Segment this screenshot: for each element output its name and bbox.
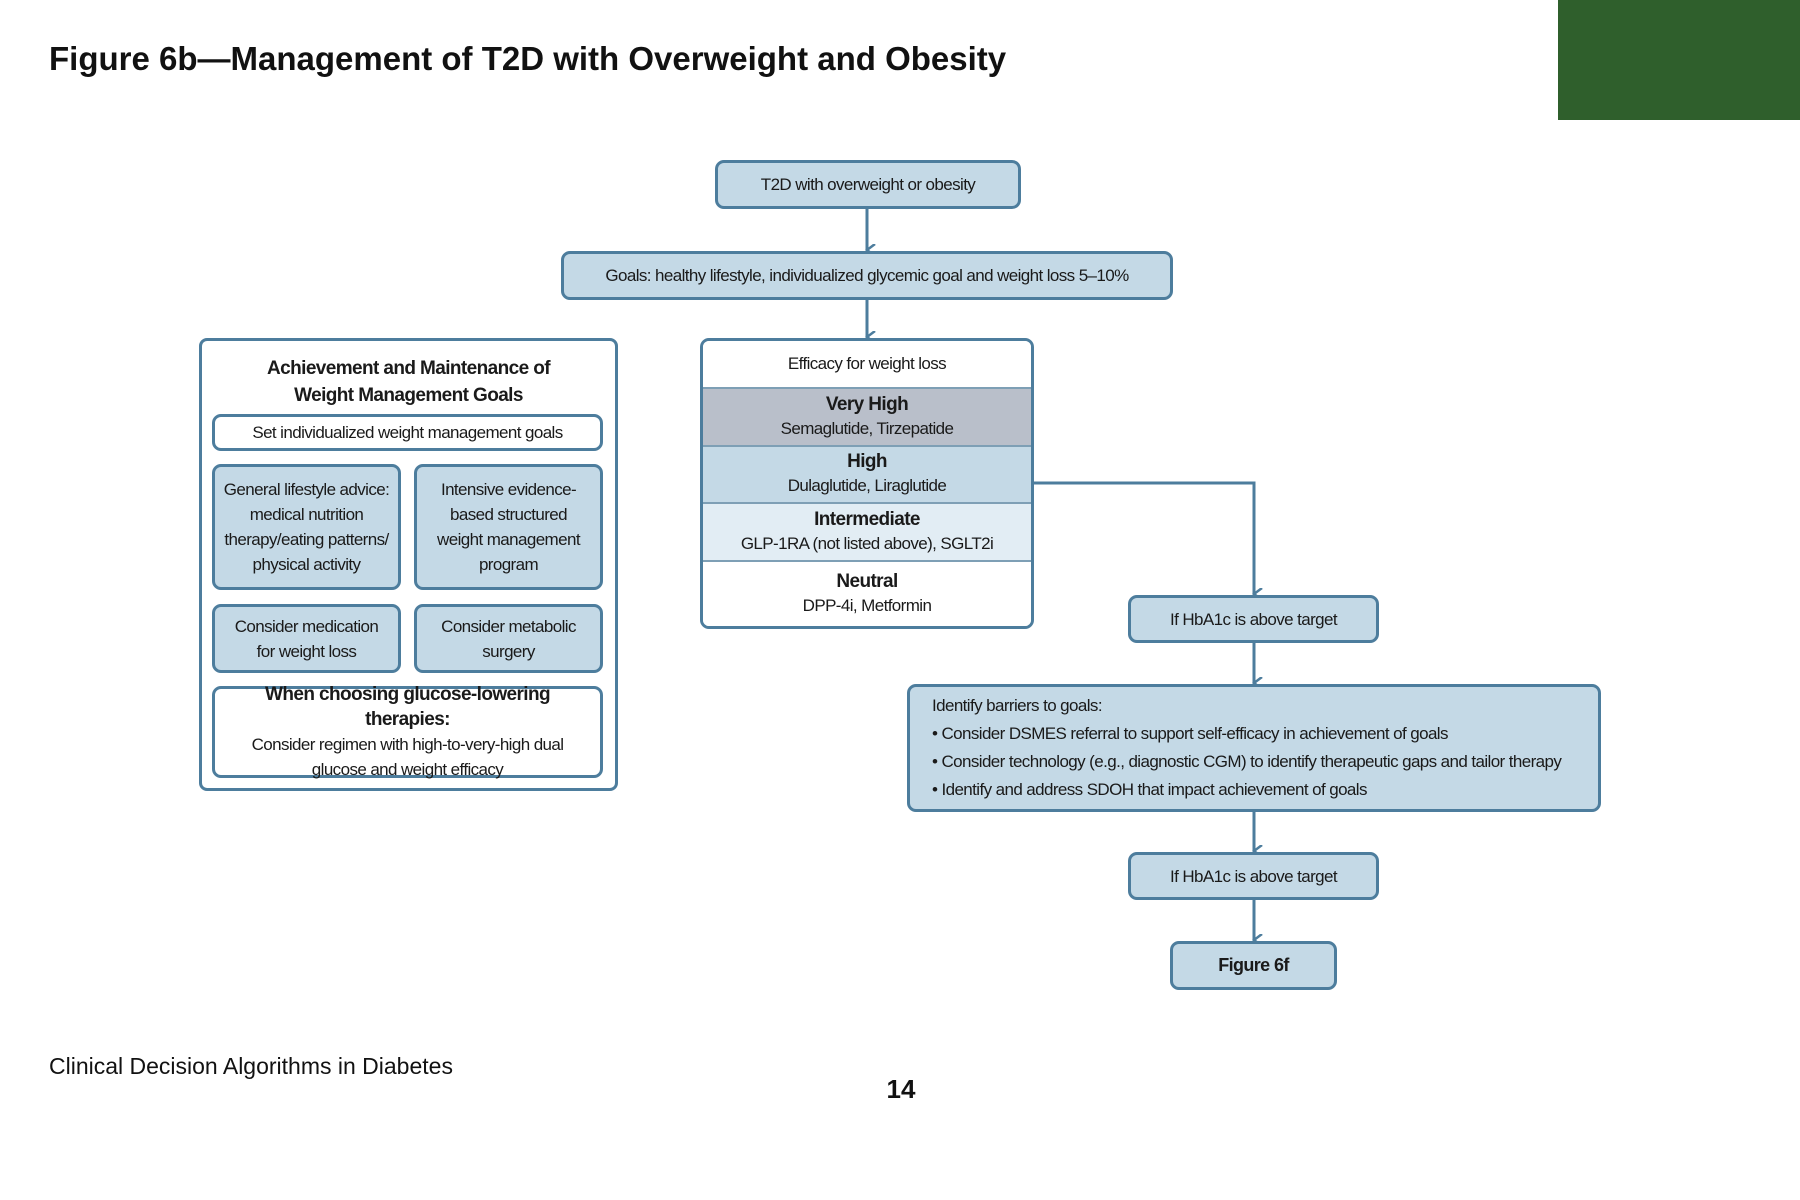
barrier-item: • Identify and address SDOH that impact … bbox=[932, 780, 1367, 799]
level-label: Intermediate bbox=[814, 509, 920, 531]
page-number: 14 bbox=[886, 1074, 916, 1104]
weight-medication-box: Consider medication for weight loss bbox=[212, 604, 401, 673]
start-box: T2D with overweight or obesity bbox=[715, 160, 1021, 209]
barriers-heading: Identify barriers to goals: bbox=[932, 696, 1103, 715]
efficacy-high: High Dulaglutide, Liraglutide bbox=[703, 444, 1031, 503]
efficacy-header: Efficacy for weight loss bbox=[703, 341, 1031, 387]
set-goals-box: Set individualized weight management goa… bbox=[212, 414, 603, 451]
panel-title: Achievement and Maintenance of Weight Ma… bbox=[267, 355, 551, 409]
efficacy-very-high: Very High Semaglutide, Tirzepatide bbox=[703, 387, 1031, 445]
level-label: Very High bbox=[825, 393, 909, 415]
level-label: Neutral bbox=[836, 570, 898, 592]
level-drugs: Dulaglutide, Liraglutide bbox=[787, 476, 947, 496]
level-drugs: DPP-4i, Metformin bbox=[802, 595, 932, 615]
glucose-lowering-text: Consider regimen with high-to-very-high … bbox=[251, 735, 564, 779]
hba1c-check-2: If HbA1c is above target bbox=[1128, 852, 1379, 900]
figure-6f-link: Figure 6f bbox=[1170, 941, 1337, 990]
arrow-efficacy-to-hba1c bbox=[1034, 481, 1254, 594]
efficacy-neutral: Neutral DPP-4i, Metformin bbox=[703, 559, 1031, 626]
glucose-lowering-heading: When choosing glucose-lowering therapies… bbox=[265, 684, 551, 730]
efficacy-intermediate: Intermediate GLP-1RA (not listed above),… bbox=[703, 502, 1031, 560]
hba1c-check-1: If HbA1c is above target bbox=[1128, 595, 1379, 643]
barrier-item: • Consider technology (e.g., diagnostic … bbox=[932, 752, 1562, 771]
metabolic-surgery-box: Consider metabolic surgery bbox=[414, 604, 603, 673]
goals-box: Goals: healthy lifestyle, individualized… bbox=[561, 251, 1173, 300]
panel-title-line: Achievement and Maintenance of bbox=[267, 358, 551, 379]
lifestyle-advice-box: General lifestyle advice: medical nutrit… bbox=[212, 464, 401, 590]
page-title: Figure 6b—Management of T2D with Overwei… bbox=[49, 40, 1007, 77]
glucose-lowering-box: When choosing glucose-lowering therapies… bbox=[212, 684, 603, 779]
footer-source: Clinical Decision Algorithms in Diabetes bbox=[49, 1053, 453, 1079]
level-label: High bbox=[847, 451, 887, 473]
panel-title-line: Weight Management Goals bbox=[294, 385, 523, 406]
intensive-program-box: Intensive evidence-based structured weig… bbox=[414, 464, 603, 590]
brand-color-block bbox=[1558, 0, 1800, 120]
barrier-item: • Consider DSMES referral to support sel… bbox=[932, 724, 1448, 743]
level-drugs: Semaglutide, Tirzepatide bbox=[780, 418, 954, 438]
efficacy-table: Efficacy for weight loss Very High Semag… bbox=[700, 338, 1034, 629]
level-drugs: GLP-1RA (not listed above), SGLT2i bbox=[740, 534, 994, 554]
barriers-box: Identify barriers to goals: • Consider D… bbox=[907, 684, 1601, 812]
